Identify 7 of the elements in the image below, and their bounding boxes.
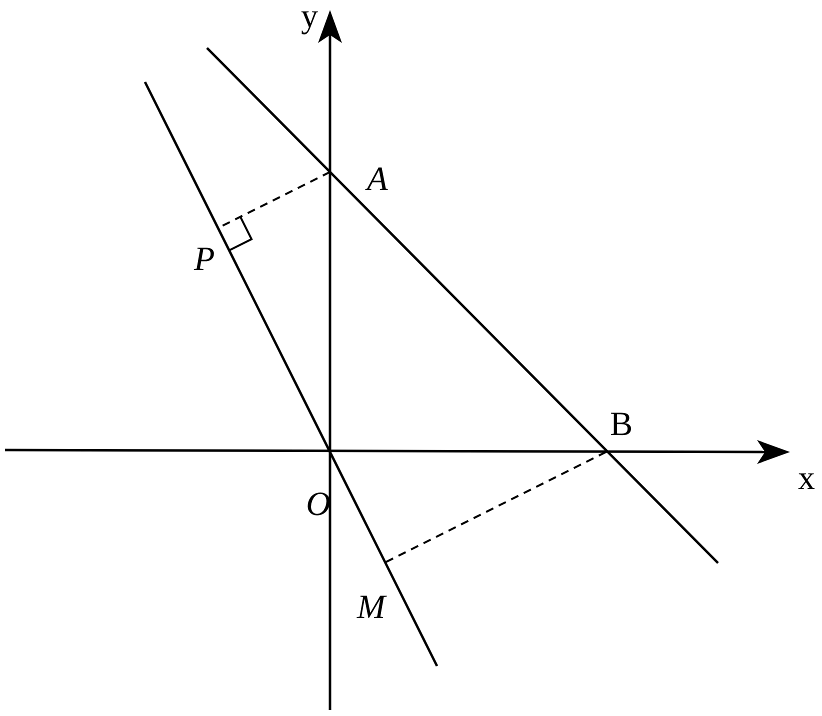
point-label: P	[194, 243, 215, 277]
point-label: O	[306, 488, 331, 522]
point-label: y	[301, 0, 318, 34]
point-label: A	[367, 163, 388, 197]
point-label: M	[357, 591, 386, 625]
point-label: B	[610, 408, 633, 442]
point-label: x	[798, 462, 815, 496]
